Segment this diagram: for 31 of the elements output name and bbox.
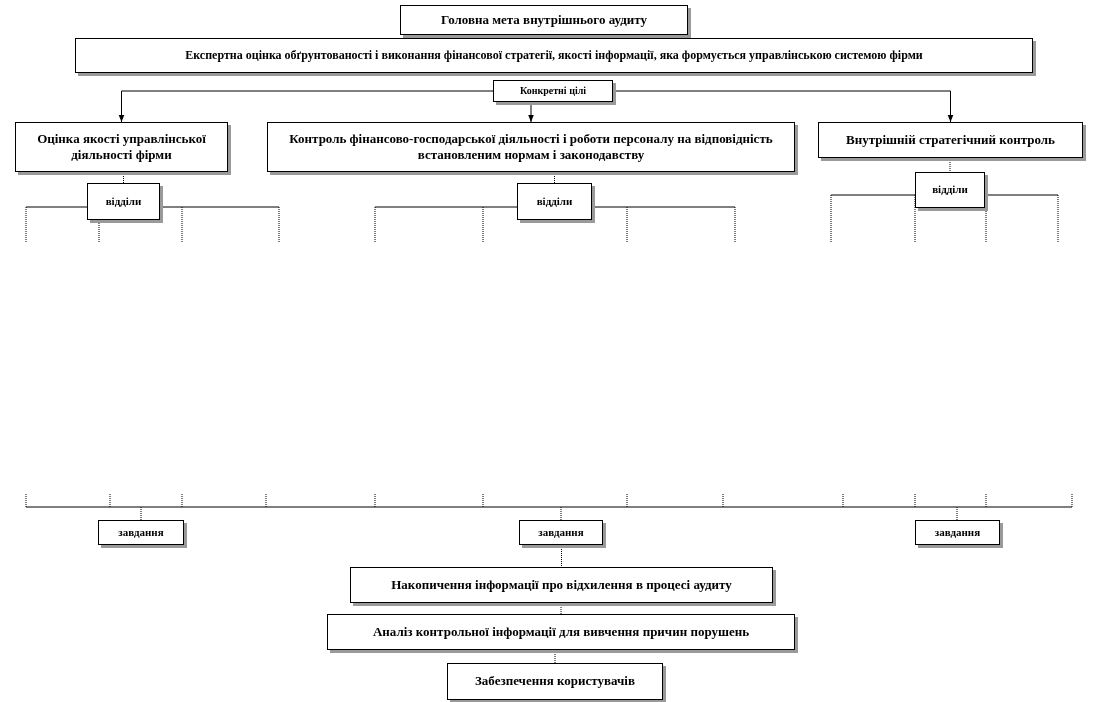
box-label: Забезпечення користувачів [475,673,635,690]
box-label: відділи [932,183,968,197]
process-box [327,614,795,650]
process-box [87,183,160,220]
process-box [517,183,592,220]
process-box [350,567,773,603]
process-box [98,520,184,545]
box-label: Внутрішній стратегічний контроль [846,131,1055,149]
process-box [447,663,663,700]
process-box [818,122,1083,158]
box-label: завдання [934,525,981,540]
box-label: Конкретні цілі [519,84,587,98]
process-box [493,80,613,102]
process-box [519,520,603,545]
box-label: завдання [118,525,164,540]
box-label: Накопичення інформації про відхилення в процесі аудиту [391,576,732,594]
process-box [915,520,1000,545]
box-label: завдання [538,525,584,540]
box-label: Оцінка якості управлінської діяльності фірми [36,130,207,164]
arrow [118,90,494,123]
box-label: відділи [105,194,142,209]
process-box [75,38,1033,73]
process-box [267,122,795,172]
box-label: Головна мета внутрішнього аудиту [441,11,647,29]
process-box [15,122,228,172]
box-label: Контроль фінансово-господарської діяльності і роботи персоналу на відповідність встановленим нормам і законодавству [288,130,774,164]
process-box [400,5,688,35]
box-label: Експертна оцінка обґрунтованості і виконання фінансової стратегії, якості інформації, яка формується управлінською системою фірми [185,48,923,63]
process-box [915,172,985,208]
box-label: Аналіз контрольної інформації для вивчення причин порушень [372,623,750,641]
box-label: відділи [536,194,573,209]
